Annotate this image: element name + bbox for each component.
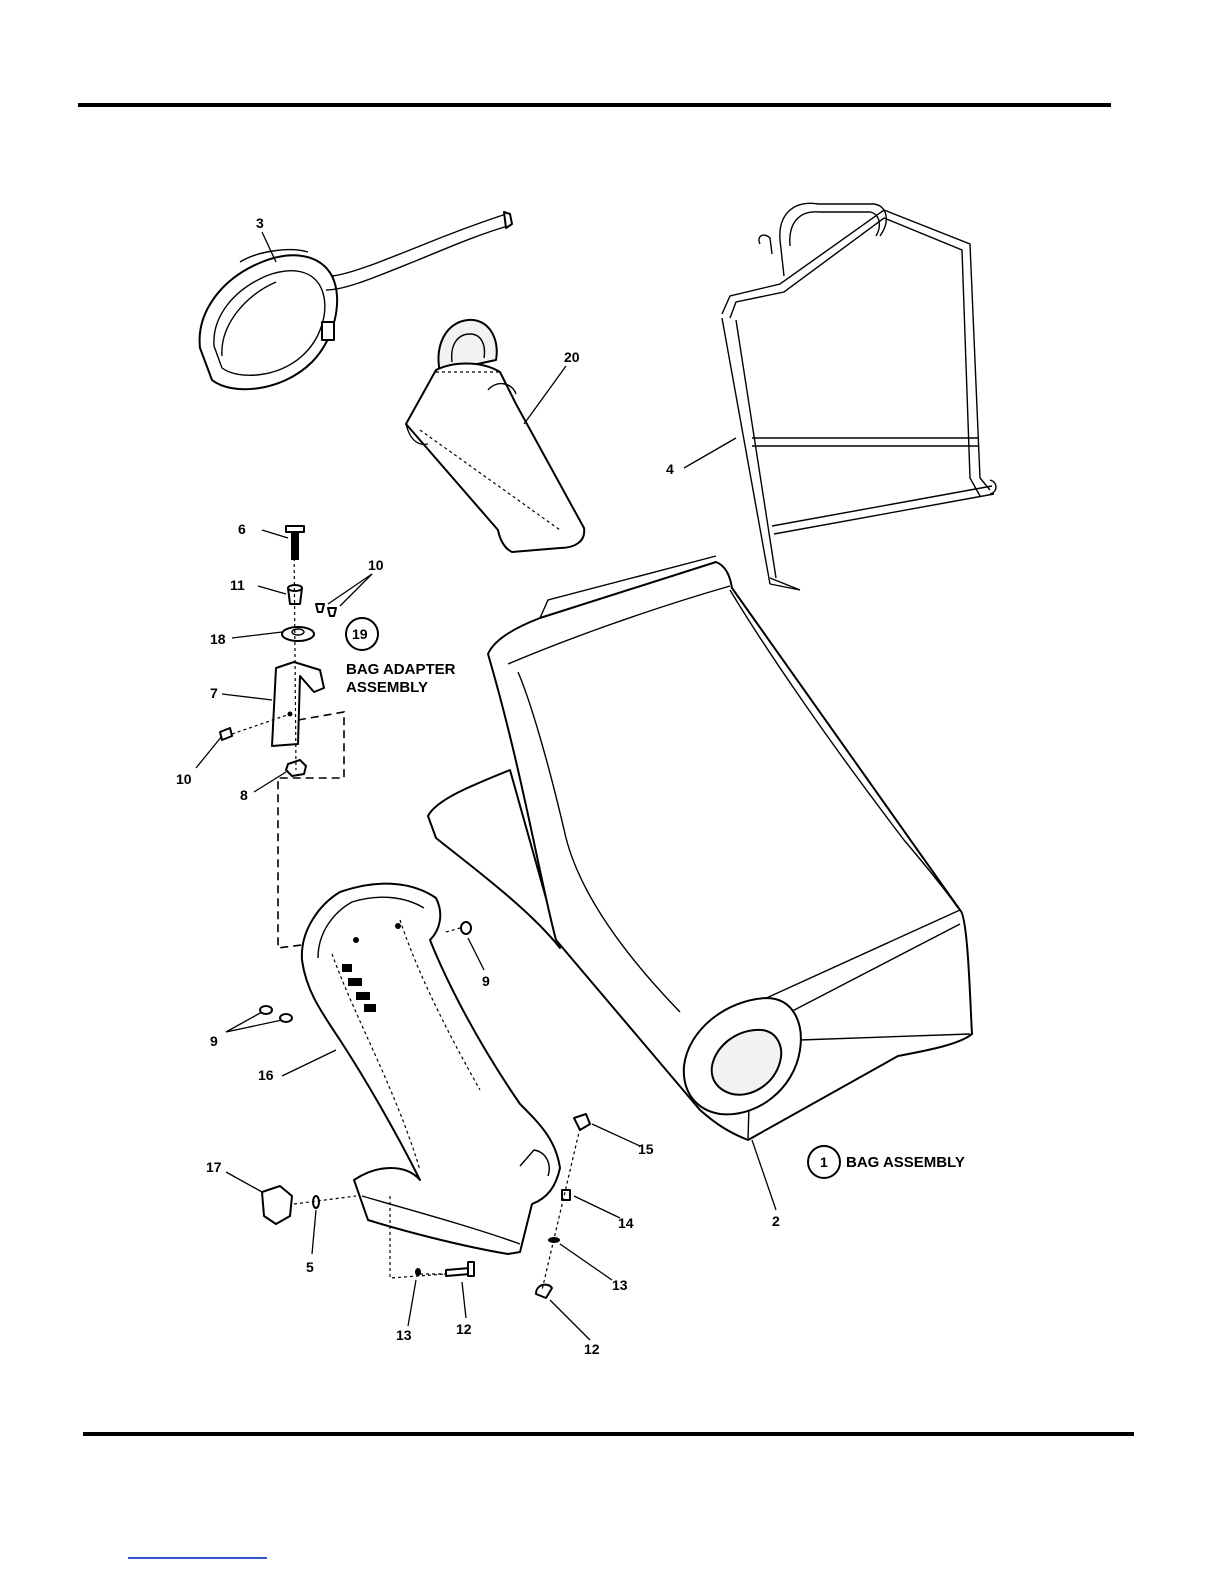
part-7-bracket bbox=[272, 662, 324, 746]
part-9-nuts-left bbox=[260, 1006, 292, 1022]
callout-5: 5 bbox=[306, 1259, 314, 1275]
bag-adapter-assembly-label: 19 BAG ADAPTER ASSEMBLY bbox=[346, 618, 456, 696]
callout-18: 18 bbox=[210, 631, 226, 647]
callout-14: 14 bbox=[618, 1215, 634, 1231]
callout-12-left: 12 bbox=[456, 1321, 472, 1337]
callout-4: 4 bbox=[666, 461, 674, 477]
callout-10-upper: 10 bbox=[368, 557, 384, 573]
part-10-rivets-upper bbox=[316, 604, 336, 616]
callout-1: 1 bbox=[820, 1154, 828, 1170]
bag-assembly-label: 1 BAG ASSEMBLY bbox=[808, 1146, 965, 1178]
part-2-grass-bag bbox=[428, 556, 972, 1140]
part-17-knob bbox=[262, 1186, 292, 1224]
callout-17: 17 bbox=[206, 1159, 222, 1175]
callout-8: 8 bbox=[240, 787, 248, 803]
callout-16: 16 bbox=[258, 1067, 274, 1083]
callout-6: 6 bbox=[238, 521, 246, 537]
part-18-washer bbox=[282, 627, 314, 641]
callout-9-right: 9 bbox=[482, 973, 490, 989]
part-20-chute bbox=[406, 320, 584, 552]
callout-7: 7 bbox=[210, 685, 218, 701]
part-6-screw bbox=[286, 526, 304, 560]
part-15-nut bbox=[574, 1114, 590, 1130]
part-4-handle-frame bbox=[722, 203, 996, 590]
hardware-line-9 bbox=[446, 928, 460, 932]
callout-10-lower: 10 bbox=[176, 771, 192, 787]
callout-11: 11 bbox=[230, 577, 245, 593]
callout-12-right: 12 bbox=[584, 1341, 600, 1357]
hardware-line-17 bbox=[294, 1196, 356, 1204]
bag-adapter-label-line2: ASSEMBLY bbox=[346, 679, 428, 696]
part-9-nut-right bbox=[461, 922, 471, 934]
callout-13-right: 13 bbox=[612, 1277, 628, 1293]
callout-20: 20 bbox=[564, 349, 580, 365]
callout-2: 2 bbox=[772, 1213, 780, 1229]
callout-19: 19 bbox=[352, 626, 368, 642]
callout-3: 3 bbox=[256, 215, 264, 231]
part-16-discharge-tube bbox=[302, 884, 560, 1254]
callout-9-left: 9 bbox=[210, 1033, 218, 1049]
part-10-rivet-lower bbox=[220, 728, 232, 740]
bag-assembly-label-text: BAG ASSEMBLY bbox=[846, 1154, 965, 1171]
part-12-bolts bbox=[446, 1262, 552, 1298]
callout-13-left: 13 bbox=[396, 1327, 412, 1343]
bag-adapter-label-line1: BAG ADAPTER bbox=[346, 661, 456, 678]
callout-15: 15 bbox=[638, 1141, 654, 1157]
